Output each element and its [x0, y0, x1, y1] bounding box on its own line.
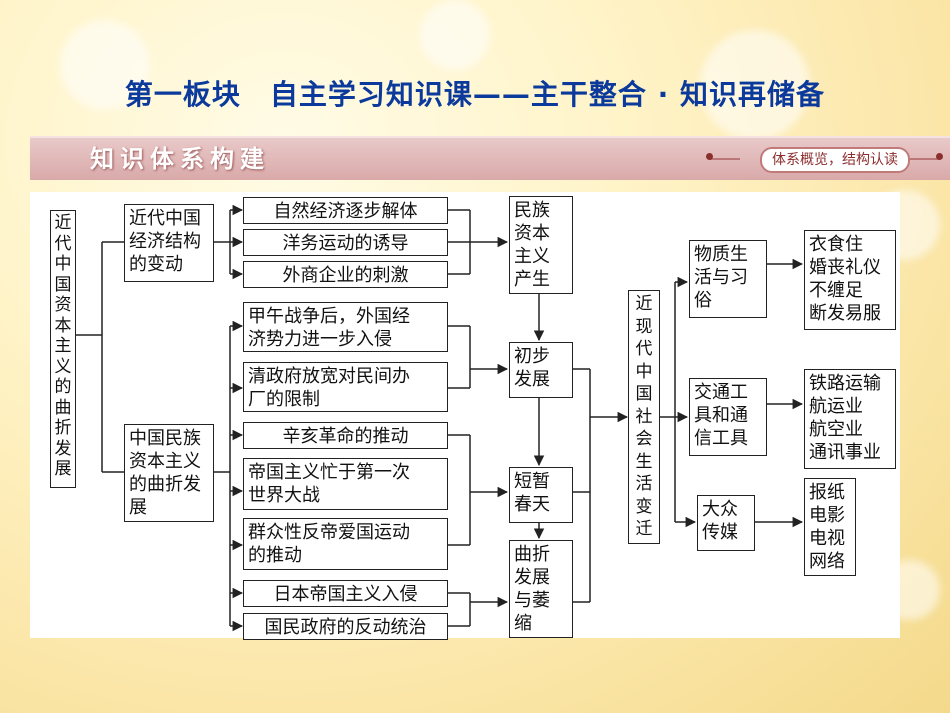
branch-economy-box: 近代中国 经济结构 的变动 [124, 204, 214, 282]
bokeh-light [420, 0, 490, 70]
banner-note: 体系概览，结构认读 [760, 147, 910, 173]
banner-divider [910, 158, 940, 160]
detail-transport-box: 铁路运输 航运业 航空业 通讯事业 [804, 369, 896, 469]
life-material-box: 物质生 活与习 俗 [689, 240, 767, 318]
banner-dot [936, 153, 943, 160]
factor-foreign-enterprises: 外商企业的刺激 [243, 261, 448, 288]
factor-qing-policy: 清政府放宽对民间办 厂的限制 [243, 362, 448, 412]
stage-spring: 短暂 春天 [509, 467, 573, 523]
stage-decline: 曲折 发展 与萎 缩 [509, 540, 573, 638]
factor-ww1: 帝国主义忙于第一次 世界大战 [243, 458, 448, 510]
life-media-box: 大众 传媒 [697, 495, 755, 551]
bokeh-light [60, 20, 150, 110]
banner-divider [710, 158, 740, 160]
banner-dot [706, 153, 713, 160]
factor-natural-economy: 自然经济逐步解体 [243, 197, 448, 224]
factor-westernization: 洋务运动的诱导 [243, 229, 448, 256]
branch-capitalism-box: 中国民族 资本主义 的曲折发 展 [124, 424, 214, 522]
slide-title: 第一板块 自主学习知识课——主干整合 · 知识再储备 [124, 78, 826, 111]
connector-lines [72, 204, 804, 632]
bokeh-light [700, 30, 810, 140]
stage-emergence: 民族 资本 主义 产生 [509, 196, 573, 294]
detail-material-box: 衣食住 婚丧礼仪 不缠足 断发易服 [804, 230, 896, 330]
social-change-box: 近 现 代 中 国 社 会 生 活 变 迁 [628, 290, 660, 544]
factor-mass-movements: 群众性反帝爱国运动 的推动 [243, 518, 448, 570]
factor-sino-japanese-war: 甲午战争后，外国经 济势力进一步入侵 [243, 302, 448, 352]
factor-1911-revolution: 辛亥革命的推动 [243, 422, 448, 449]
banner-title: 知识体系构建 [90, 145, 270, 173]
life-transport-box: 交通工 具和通 信工具 [689, 378, 767, 456]
section-banner: 知识体系构建 体系概览，结构认读 [30, 136, 950, 180]
factor-kmt-policy: 国民政府的反动统治 [243, 613, 448, 640]
factor-japanese-invasion: 日本帝国主义入侵 [243, 580, 448, 607]
root-box: 近 代 中 国 资 本 主 义 的 曲 折 发 展 [50, 210, 76, 488]
diagram-panel: 近 代 中 国 资 本 主 义 的 曲 折 发 展 近代中国 经济结构 的变动 … [30, 192, 900, 640]
stage-initial: 初步 发展 [509, 342, 573, 398]
detail-media-box: 报纸 电影 电视 网络 [804, 478, 856, 576]
